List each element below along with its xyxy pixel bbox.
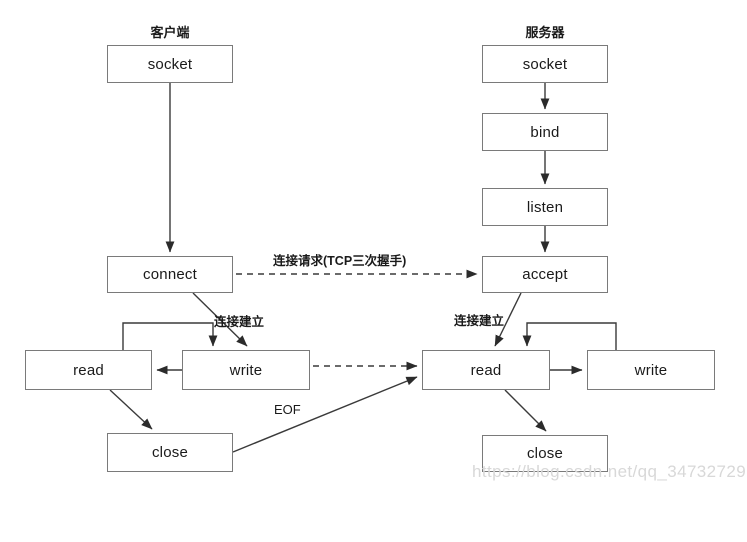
column-title-client: 客户端 [150,25,190,40]
edge-client-connect-write [192,292,248,347]
edge-server-read-close [504,389,547,432]
column-title-server: 服务器 [525,25,565,40]
node-server-bind[interactable]: bind [482,113,608,151]
node-server-write[interactable]: write [587,350,715,390]
node-client-close[interactable]: close [107,433,233,472]
edge-server-accept-read [494,292,522,347]
node-client-read[interactable]: read [25,350,152,390]
node-server-listen[interactable]: listen [482,188,608,226]
node-server-read[interactable]: read [422,350,550,390]
edge-label-handshake: 连接请求(TCP三次握手) [273,254,407,268]
node-server-accept[interactable]: accept [482,256,608,293]
edge-label-connection-established-client: 连接建立 [214,315,265,329]
edge-server-write-loop-read [522,322,617,350]
node-client-write[interactable]: write [182,350,310,390]
node-client-socket[interactable]: socket [107,45,233,83]
node-client-connect[interactable]: connect [107,256,233,293]
edge-label-connection-established-server: 连接建立 [454,314,505,328]
node-server-socket[interactable]: socket [482,45,608,83]
edge-label-eof: EOF [274,402,301,417]
watermark: https://blog.csdn.net/qq_34732729 [472,462,747,481]
edge-eof-close-server-read [232,376,418,453]
edge-client-read-loop-write [122,322,218,350]
node-server-close[interactable]: close [482,435,608,472]
edge-client-read-close [109,389,153,430]
